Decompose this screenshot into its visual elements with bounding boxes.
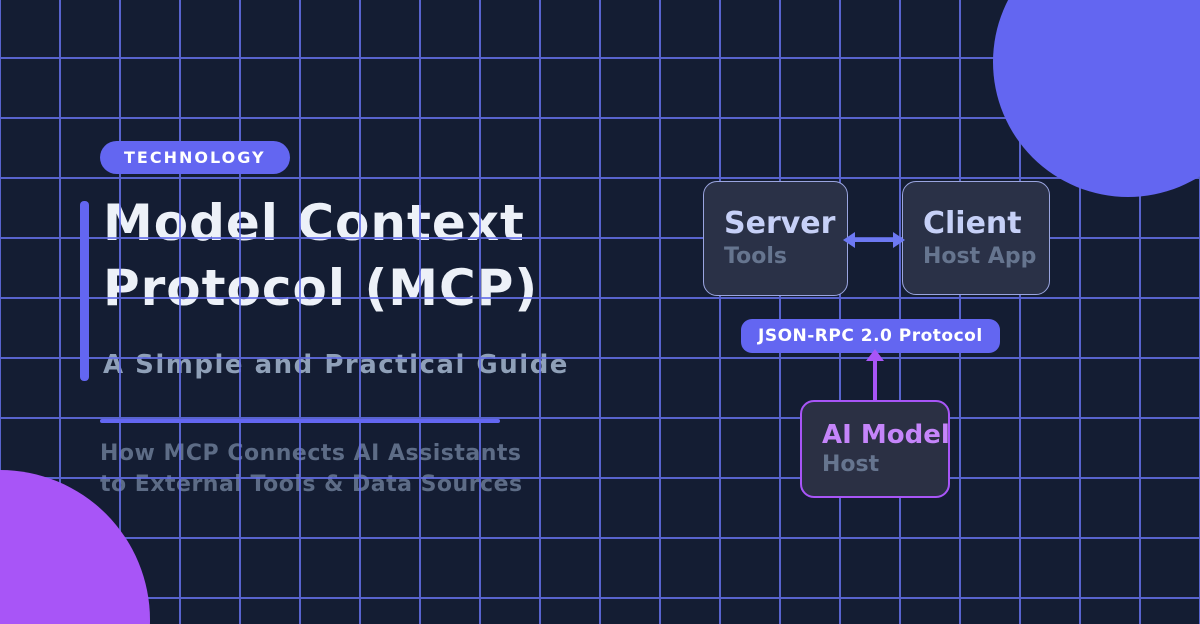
protocol-badge: JSON-RPC 2.0 Protocol	[741, 319, 1000, 353]
bidirectional-arrow-icon	[843, 232, 905, 248]
up-arrow-connector-icon	[866, 349, 884, 401]
page-title-line-2: Protocol (MCP)	[103, 259, 539, 317]
description-line-2: to External Tools & Data Sources	[100, 472, 523, 497]
server-node-subtitle: Tools	[724, 244, 787, 270]
client-node: Client Host App	[902, 181, 1050, 295]
section-divider	[100, 419, 500, 423]
decorative-circle-top-right	[993, 0, 1200, 197]
page-subtitle: A Simple and Practical Guide	[103, 350, 569, 380]
ai-model-node-title: AI Model	[822, 420, 950, 451]
description-line-1: How MCP Connects AI Assistants	[100, 441, 522, 466]
page-title: Model Context Protocol (MCP)	[103, 191, 538, 321]
arrow-right-head-icon	[893, 232, 905, 248]
server-node: Server Tools	[703, 181, 848, 296]
up-arrow-stem	[873, 359, 877, 401]
ai-model-node: AI Model Host	[800, 400, 950, 498]
category-badge: TECHNOLOGY	[100, 141, 290, 174]
ai-model-node-subtitle: Host	[822, 451, 880, 477]
client-node-title: Client	[923, 205, 1022, 241]
title-accent-bar	[80, 201, 89, 381]
page-title-line-1: Model Context	[103, 194, 525, 252]
page-description: How MCP Connects AI Assistants to Extern…	[100, 438, 523, 500]
server-node-title: Server	[724, 206, 836, 242]
client-node-subtitle: Host App	[923, 243, 1037, 269]
arrow-shaft	[852, 238, 896, 242]
